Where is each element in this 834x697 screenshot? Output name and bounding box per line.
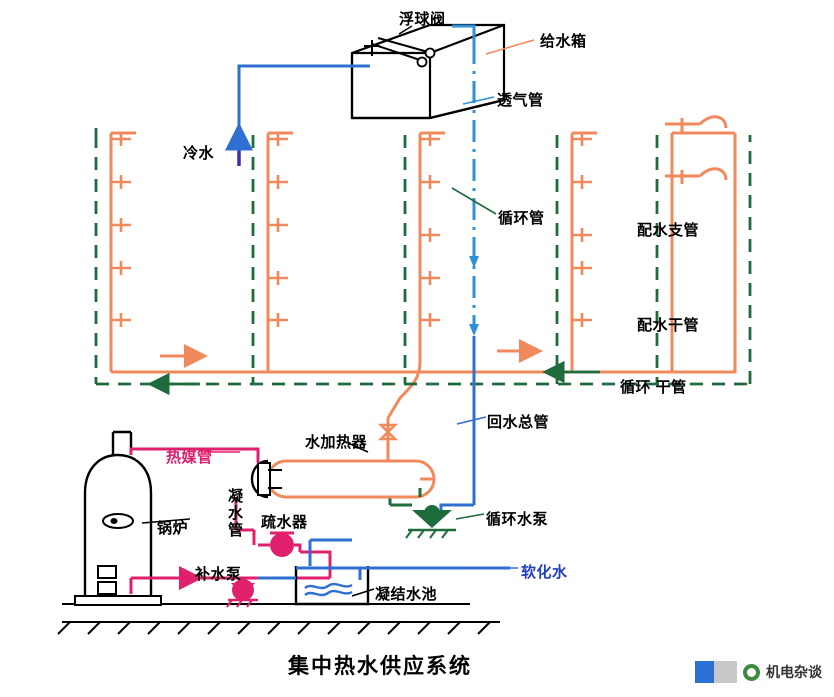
label-vent-pipe: 透气管 [497, 92, 544, 109]
softened-water-line [258, 538, 510, 580]
circulation-network [94, 128, 752, 386]
watermark: 机电杂谈 [695, 661, 822, 683]
watermark-text: 机电杂谈 [766, 664, 822, 680]
label-branch-distribution-pipe: 配水支管 [637, 222, 700, 239]
circulation-flow-arrows [147, 360, 600, 396]
label-steam-trap: 疏水器 [261, 514, 308, 531]
boiler-base [74, 595, 162, 606]
label-main-distribution-pipe: 配水干管 [637, 317, 700, 334]
cold-water-supply-line [225, 64, 370, 166]
steam-trap-symbol [252, 530, 302, 557]
condensate-tank [294, 566, 370, 606]
label-boiler: 锅炉 [157, 520, 189, 537]
vent-pipe-line [452, 24, 479, 336]
label-circulation-pipe: 循环管 [498, 210, 545, 227]
label-float-valve: 浮球阀 [399, 11, 446, 28]
return-main-line [439, 336, 476, 516]
label-softened-water: 软化水 [521, 564, 568, 581]
label-circulation-pump: 循环水泵 [486, 511, 549, 528]
watermark-logo [695, 661, 737, 683]
hot-water-risers [109, 131, 597, 372]
ground-line [57, 603, 500, 635]
label-water-heater: 水加热器 [305, 434, 368, 451]
riser-fixture-taps [111, 132, 592, 327]
label-makeup-water-pump: 补水泵 [195, 566, 242, 583]
label-main-circulation-pipe: 循环 干管 [620, 379, 687, 396]
float-valve-assembly [364, 25, 436, 68]
water-heater-vessel [250, 418, 436, 499]
diagram-title: 集中热水供应系统 [288, 655, 472, 678]
label-cold-water: 冷水 [183, 145, 215, 162]
label-leader-lines [141, 39, 535, 597]
label-condensate-pipe: 凝水管 [228, 488, 244, 539]
boiler-vessel [83, 430, 153, 606]
watermark-circle-icon [743, 663, 760, 681]
feed-water-tank [350, 23, 506, 120]
right-riser-group [665, 115, 735, 372]
makeup-water-pump-symbol [226, 579, 258, 608]
label-feed-tank: 给水箱 [540, 33, 587, 50]
label-heat-medium-pipe: 热媒管 [166, 449, 213, 466]
label-return-main-pipe: 回水总管 [487, 414, 550, 431]
label-condensate-tank: 凝结水池 [375, 586, 438, 603]
